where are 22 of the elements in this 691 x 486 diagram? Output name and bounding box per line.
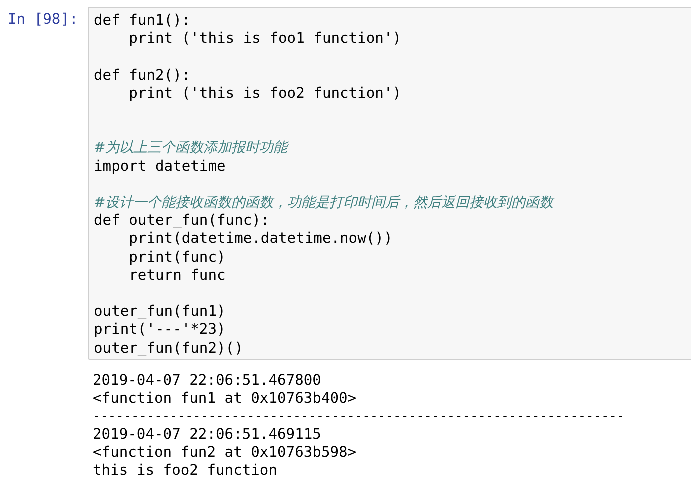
code-line: print ('this is foo2 function')	[128, 84, 402, 103]
output-line: 2019-04-07 22:06:51.469115	[93, 426, 322, 444]
code-line: import datetime	[94, 158, 226, 176]
code-line: print ('this is foo1 function')	[128, 30, 402, 48]
code-comment: #设计一个能接收函数的函数，功能是打印时间后，然后返回接收到的函数	[94, 194, 554, 212]
code-line: print(datetime.datetime.now())	[128, 230, 393, 248]
code-line: def fun2():	[94, 66, 191, 85]
output-line: <function fun1 at 0x10763b400>	[93, 390, 357, 408]
code-line: outer_fun(fun2)()	[94, 340, 244, 358]
input-prompt: In [98]:	[8, 11, 78, 29]
code-line: print(func)	[128, 248, 226, 267]
code-line: print('---'*23)	[94, 321, 226, 340]
code-line: def outer_fun(func):	[94, 212, 270, 230]
output-line: <function fun2 at 0x10763b598>	[93, 444, 357, 462]
output-line: 2019-04-07 22:06:51.467800	[93, 372, 322, 390]
code-comment: #为以上三个函数添加报时功能	[94, 139, 288, 158]
output-separator: ---------------------------------------------------------------------	[93, 408, 625, 426]
output-line: this is foo2 function	[93, 462, 278, 480]
code-line: return func	[128, 266, 226, 285]
code-line: def fun1():	[94, 12, 191, 30]
code-line: outer_fun(fun1)	[94, 303, 226, 322]
code-cell	[88, 7, 691, 360]
